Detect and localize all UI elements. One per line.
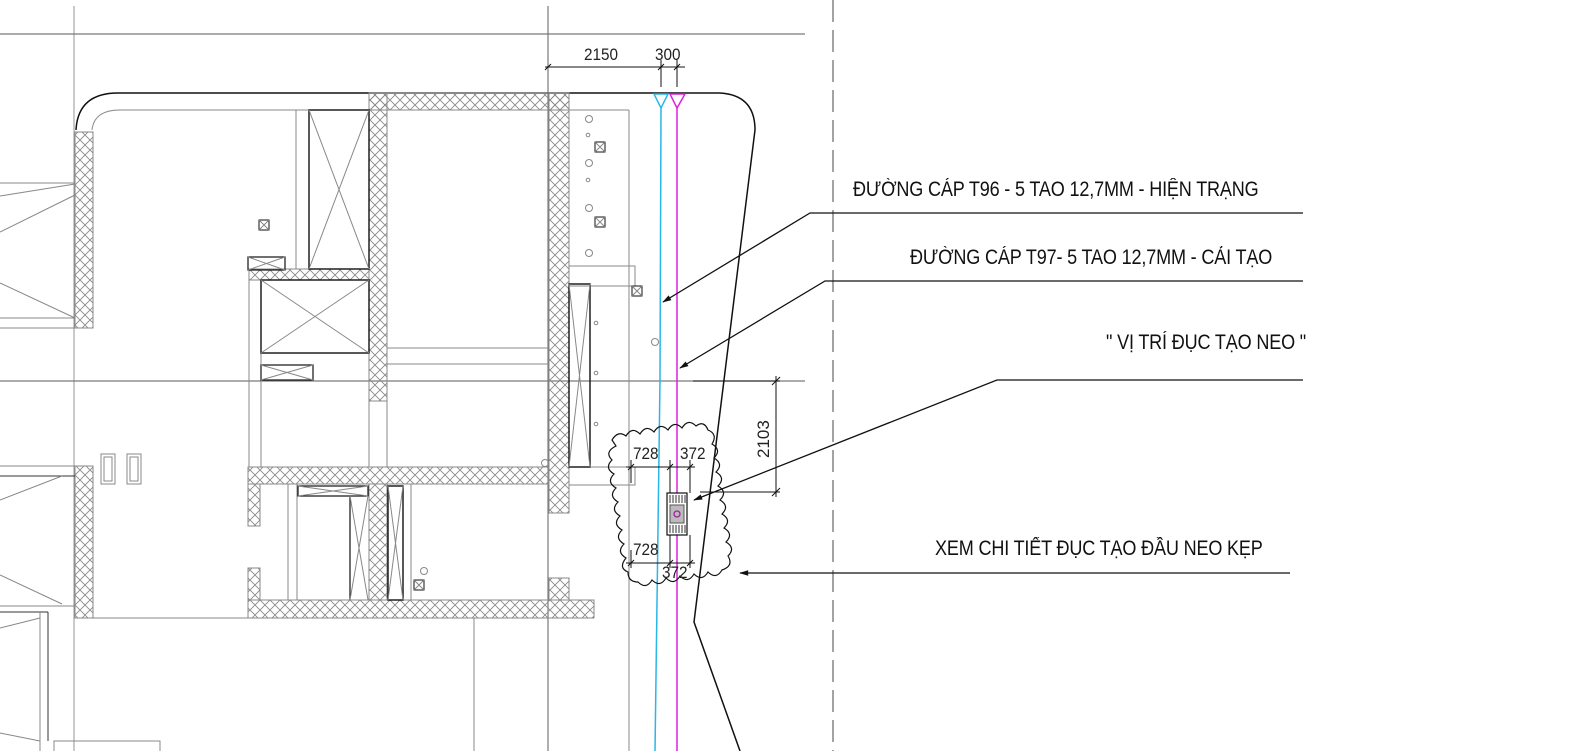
interior-lines [0, 109, 636, 751]
dim-2150: 2150 [584, 45, 619, 64]
dim-cloud-372-bottom: 372 [662, 563, 688, 582]
hatched-walls [74, 92, 595, 619]
label-see-detail: XEM CHI TIẾT ĐỤC TẠO ĐẦU NEO KẸP [935, 537, 1263, 560]
cable-t96-line [652, 93, 670, 751]
shaft-openings [0, 109, 591, 742]
label-anchor-position: " VỊ TRÍ ĐỤC TẠO NEO " [1106, 331, 1307, 354]
top-dimension [544, 60, 685, 87]
revision-cloud [607, 421, 733, 587]
anchor-symbol [666, 492, 688, 536]
dim-300: 300 [655, 45, 681, 64]
small-fixtures [258, 115, 659, 591]
label-cable-t97: ĐƯỜNG CÁP T97- 5 TAO 12,7MM - CẢI TẠO [910, 246, 1273, 269]
dim-cloud-728-bottom: 728 [633, 540, 659, 559]
dim-2103: 2103 [754, 420, 773, 458]
label-cable-t96: ĐƯỜNG CÁP T96 - 5 TAO 12,7MM - HIỆN TRẠN… [853, 178, 1259, 201]
dim-cloud-372-top: 372 [680, 444, 706, 463]
grid-lines [0, 6, 805, 751]
dim-cloud-728-top: 728 [633, 444, 659, 463]
cloud-dimensions [626, 460, 695, 568]
cable-t97-line [668, 93, 687, 751]
leader-lines [662, 212, 1303, 576]
slab-outline [75, 92, 756, 751]
